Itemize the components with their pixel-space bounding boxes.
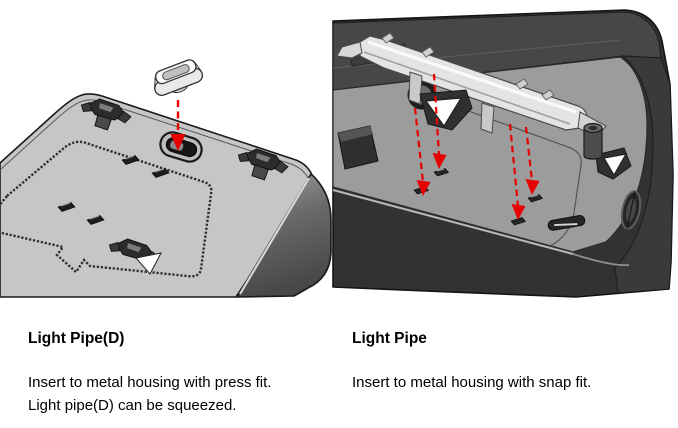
vent-slot-highlights (60, 155, 165, 220)
floor-slot-oblong (547, 215, 586, 231)
socket-cutout (424, 97, 463, 128)
insert-arrow-2 (432, 73, 447, 169)
right-caption-title: Light Pipe (352, 330, 427, 347)
press-fit-arrow-icon (170, 100, 186, 151)
housing-right-wall (614, 55, 674, 294)
light-pipe-d-part (154, 59, 204, 96)
snap-socket-right (595, 147, 632, 180)
left-caption-title: Light Pipe(D) (28, 330, 125, 347)
figure-press-fit-illustration (0, 59, 332, 298)
side-hole (620, 190, 642, 230)
mounting-clip-right-icon (237, 148, 289, 181)
press-fit-slot (159, 131, 203, 163)
housing-edge-highlight (239, 177, 310, 295)
insert-arrow-1 (413, 107, 431, 196)
right-caption-line1: Insert to metal housing with snap fit. (352, 374, 592, 391)
housing-top-surface (0, 93, 314, 298)
recessed-panel-outline (0, 140, 213, 278)
mounting-clip-top-left-icon (80, 98, 132, 131)
left-caption-line2: Light pipe(D) can be squeezed. (28, 397, 237, 414)
snap-socket-left (419, 89, 473, 131)
snap-fit-arrow-icons (413, 73, 540, 220)
front-wall-edge-highlight (332, 189, 574, 255)
bar-pegs (381, 32, 555, 101)
floor-plateau-outline (415, 91, 582, 247)
right-caption-body: Insert to metal housing with snap fit. (352, 371, 591, 394)
metal-housing-bottom-view (0, 93, 332, 298)
insert-arrow-3 (508, 123, 526, 220)
snap-legs (408, 71, 495, 134)
figure-snap-fit-illustration (332, 9, 674, 298)
raised-block (337, 125, 379, 170)
left-caption-body: Insert to metal housing with press fit. … (28, 371, 271, 417)
housing-side-face (236, 173, 332, 298)
screw-boss-cylinder (583, 122, 603, 160)
corner-rim-highlight (572, 253, 630, 267)
left-caption-line1: Insert to metal housing with press fit. (28, 374, 272, 391)
clip-cutout-highlight (135, 252, 162, 275)
insert-arrow-4 (524, 126, 540, 195)
housing-top-rim-line (0, 99, 309, 179)
